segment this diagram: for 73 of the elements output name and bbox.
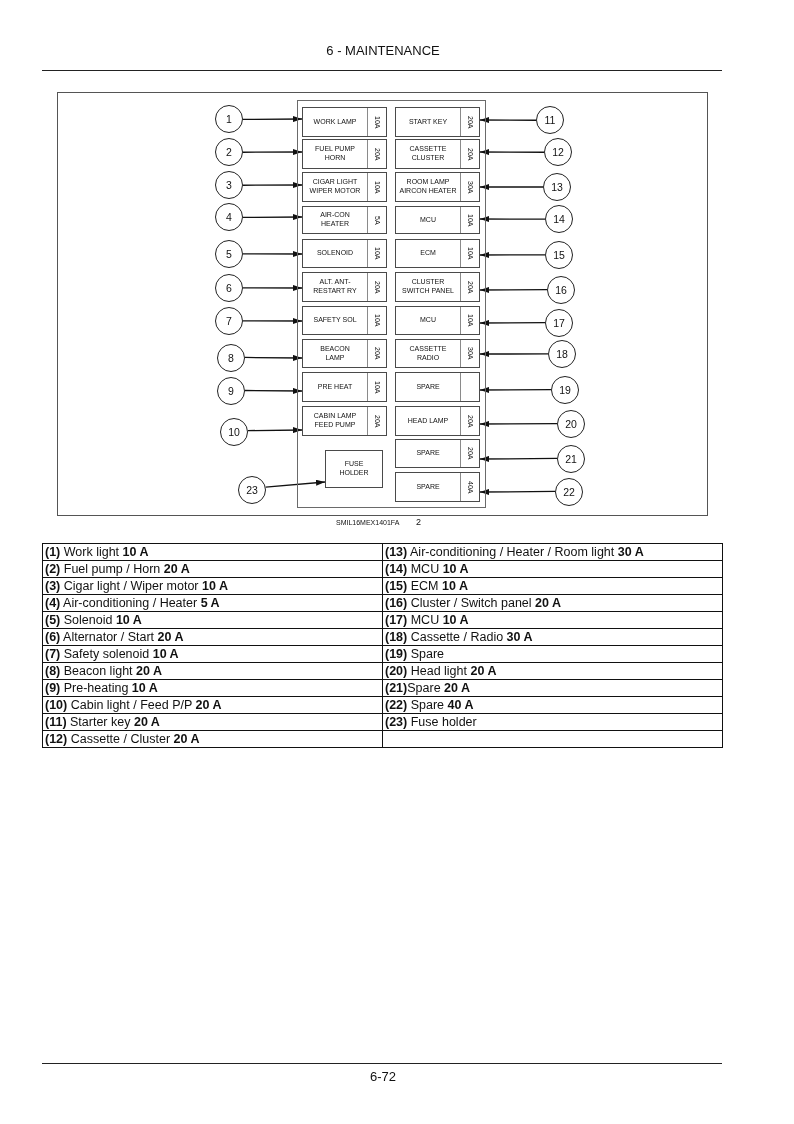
page-number: 6-72	[370, 1069, 396, 1084]
page-header: 6 - MAINTENANCE	[326, 43, 440, 58]
leader-arrow	[242, 182, 303, 189]
leader-arrow	[479, 286, 548, 293]
fuse-slot	[302, 339, 387, 368]
leader-arrow	[479, 351, 549, 357]
leader-arrow	[265, 479, 326, 488]
leader-arrow	[479, 252, 546, 258]
leader-arrow	[479, 488, 556, 495]
fuse-slot	[395, 272, 480, 302]
fuse-slot	[395, 372, 480, 402]
fuse-description: (6) Alternator / Start 20 A	[45, 629, 184, 644]
fuse-description: (11) Starter key 20 A	[45, 714, 160, 729]
fuse-slot	[395, 206, 480, 234]
fuse-slot	[302, 107, 387, 137]
fuse-description: (19) Spare	[385, 646, 445, 661]
fuse-slot	[302, 272, 387, 302]
fuse-description: (14) MCU 10 A	[385, 561, 469, 576]
fuse-description: (5) Solenoid 10 A	[45, 612, 142, 627]
fuse-slot	[395, 306, 480, 335]
fuse-description: (16) Cluster / Switch panel 20 A	[385, 595, 562, 610]
fuse-description: (12) Cassette / Cluster 20 A	[45, 731, 200, 746]
fuse-description: (20) Head light 20 A	[385, 663, 497, 678]
leader-arrow	[479, 149, 545, 156]
fuse-description: (13) Air-conditioning / Heater / Room light 30 A	[385, 544, 644, 559]
fuse-description: (21)Spare 20 A	[385, 680, 471, 695]
fuse-slot	[302, 206, 387, 234]
fuse-description: (1) Work light 10 A	[45, 544, 149, 559]
fuse-slot	[302, 172, 387, 202]
leader-arrow	[479, 216, 546, 222]
fuse-description: (9) Pre-heating 10 A	[45, 680, 158, 695]
leader-arrow	[242, 116, 303, 123]
leader-arrow	[247, 427, 303, 434]
fuse-description: (15) ECM 10 A	[385, 578, 468, 593]
fuse-slot	[302, 239, 387, 268]
leader-arrow	[479, 184, 544, 190]
leader-arrow	[479, 319, 546, 326]
fuse-description: (4) Air-conditioning / Heater 5 A	[45, 595, 220, 610]
fuse-slot	[395, 172, 480, 202]
figure-number: 2	[416, 517, 421, 527]
fuse-description: (3) Cigar light / Wiper motor 10 A	[45, 578, 228, 593]
leader-arrow	[242, 285, 303, 291]
fuse-description: (2) Fuel pump / Horn 20 A	[45, 561, 190, 576]
fuse-description: (8) Beacon light 20 A	[45, 663, 162, 678]
leader-arrow	[244, 354, 303, 361]
fuse-slot	[395, 406, 480, 436]
fuse-description: (17) MCU 10 A	[385, 612, 469, 627]
fuse-slot	[395, 107, 480, 137]
fuse-description: (18) Cassette / Radio 30 A	[385, 629, 533, 644]
fuse-slot	[302, 139, 387, 169]
fuse-holder	[325, 450, 383, 488]
fuse-slot	[395, 339, 480, 368]
fuse-description: (7) Safety solenoid 10 A	[45, 646, 179, 661]
leader-arrow	[479, 117, 537, 124]
leader-arrow	[242, 149, 303, 156]
leader-arrow	[242, 251, 303, 257]
leader-arrow	[479, 386, 552, 393]
fuse-slot	[302, 372, 387, 402]
fuse-slot	[302, 406, 387, 436]
leader-arrow	[242, 318, 303, 324]
leader-arrow	[479, 455, 558, 462]
leader-arrow	[479, 420, 558, 427]
fuse-slot	[395, 472, 480, 502]
fuse-description: (10) Cabin light / Feed P/P 20 A	[45, 697, 222, 712]
fuse-description: (22) Spare 40 A	[385, 697, 474, 712]
fuse-slot	[395, 239, 480, 268]
fuse-slot	[302, 306, 387, 335]
fuse-description: (23) Fuse holder	[385, 714, 477, 729]
leader-arrow	[244, 387, 303, 394]
fuse-panel	[297, 100, 486, 508]
leader-arrow	[242, 214, 303, 221]
fuse-slot	[395, 439, 480, 468]
fuse-slot	[395, 139, 480, 169]
